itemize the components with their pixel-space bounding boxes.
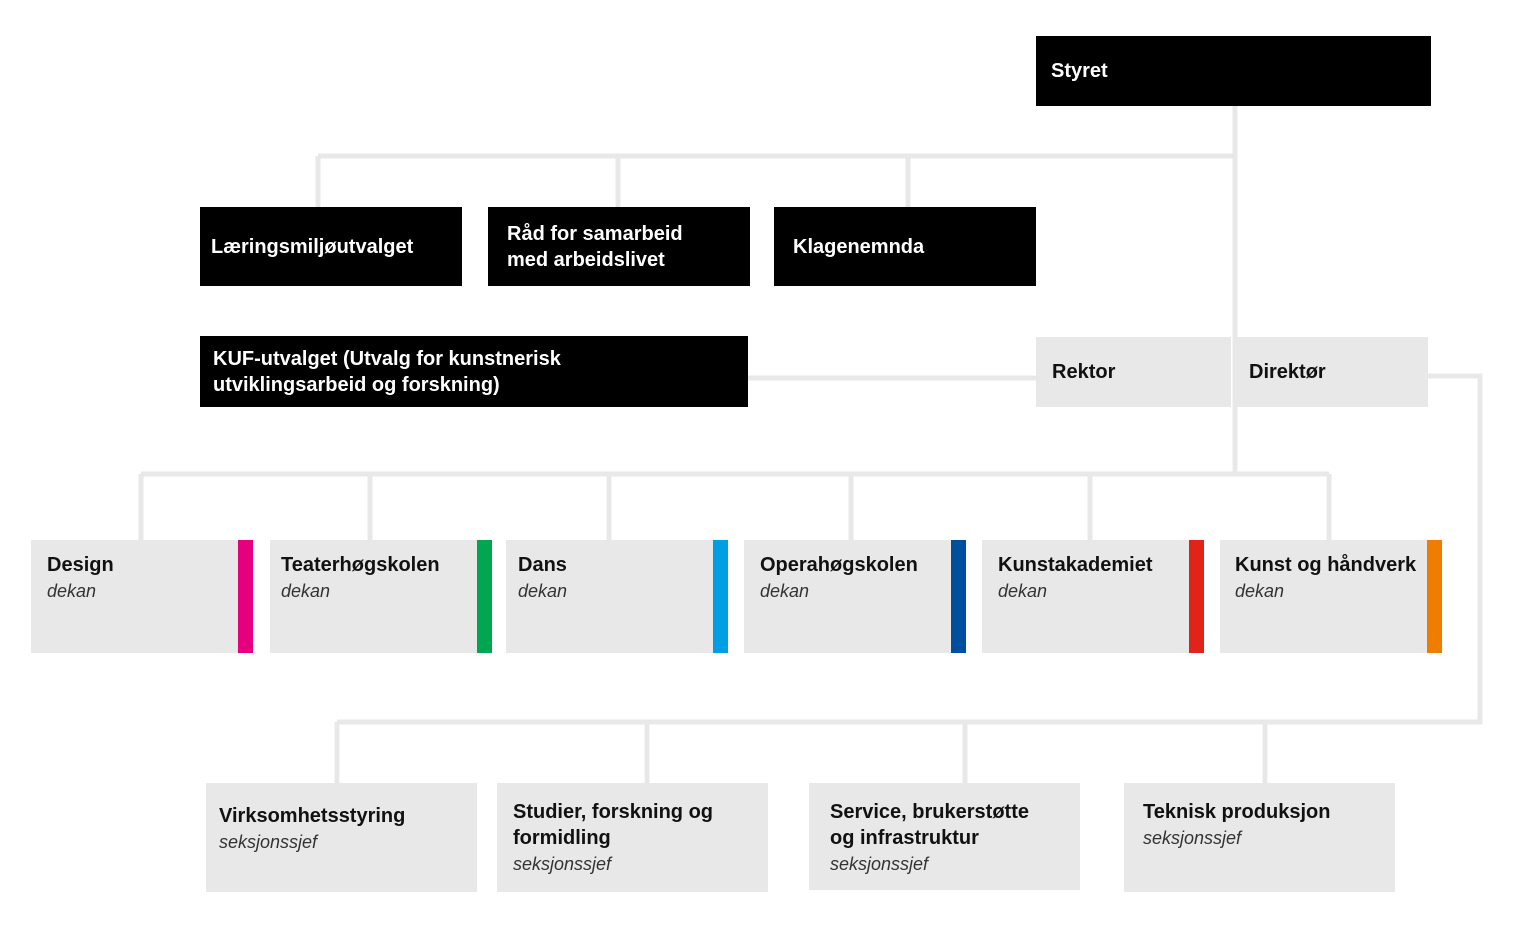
section-box-studier-forskning[interactable]: Studier, forskning og formidling seksjon…: [497, 783, 768, 892]
faculty-color-stripe: [951, 540, 966, 653]
faculty-color-stripe: [1427, 540, 1442, 653]
faculty-role: dekan: [760, 581, 810, 601]
committee-box-complaints-board[interactable]: Klagenemnda: [774, 207, 1036, 286]
section-name: Virksomhetsstyring: [219, 805, 406, 827]
faculty-name: Dans: [518, 554, 567, 576]
kuf-committee-title: KUF-utvalget (Utvalg for kunstnerisk utv…: [213, 347, 561, 396]
faculty-role: dekan: [47, 581, 97, 601]
director-title: Direktør: [1249, 361, 1326, 383]
rector-title: Rektor: [1052, 361, 1116, 383]
section-box-virksomhetsstyring[interactable]: Virksomhetsstyring seksjonssjef: [206, 783, 477, 892]
faculty-box-kunst-og-handverk[interactable]: Kunst og håndverk dekan: [1220, 540, 1442, 653]
faculty-color-stripe: [238, 540, 253, 653]
faculty-box-design[interactable]: Design dekan: [31, 540, 253, 653]
committee-title: Læringsmiljøutvalget: [211, 235, 414, 258]
faculty-color-stripe: [713, 540, 728, 653]
faculty-role: dekan: [518, 581, 568, 601]
faculty-name: Kunst og håndverk: [1235, 554, 1417, 576]
faculty-box-teaterhogskolen[interactable]: Teaterhøgskolen dekan: [270, 540, 492, 653]
section-role: seksjonssjef: [830, 854, 929, 874]
faculty-role: dekan: [281, 581, 331, 601]
faculty-name: Teaterhøgskolen: [281, 554, 440, 576]
board-box[interactable]: Styret: [1036, 36, 1431, 106]
faculty-name: Kunstakademiet: [998, 554, 1153, 576]
faculty-box-dans[interactable]: Dans dekan: [506, 540, 728, 653]
committee-title: Råd for samarbeid med arbeidslivet: [507, 222, 683, 271]
kuf-committee-box[interactable]: KUF-utvalget (Utvalg for kunstnerisk utv…: [200, 336, 748, 407]
faculty-role: dekan: [998, 581, 1048, 601]
connector-line: [337, 373, 1483, 725]
section-name: Studier, forskning og formidling: [513, 801, 714, 849]
faculty-box-operahogskolen[interactable]: Operahøgskolen dekan: [744, 540, 966, 653]
board-title: Styret: [1051, 60, 1108, 82]
faculty-name: Operahøgskolen: [760, 554, 918, 576]
section-box-service-brukerstotte[interactable]: Service, brukerstøtte og infrastruktur s…: [809, 783, 1080, 890]
committee-box-working-life-council[interactable]: Råd for samarbeid med arbeidslivet: [488, 207, 750, 286]
faculty-color-stripe: [477, 540, 492, 653]
committee-title: Klagenemnda: [793, 235, 925, 258]
committee-box-learning-environment[interactable]: Læringsmiljøutvalget: [200, 207, 462, 286]
faculty-box-kunstakademiet[interactable]: Kunstakademiet dekan: [982, 540, 1204, 653]
section-role: seksjonssjef: [1143, 828, 1242, 848]
section-box-teknisk-produksjon[interactable]: Teknisk produksjon seksjonssjef: [1124, 783, 1395, 892]
faculty-color-stripe: [1189, 540, 1204, 653]
faculty-name: Design: [47, 554, 114, 576]
section-name: Teknisk produksjon: [1143, 801, 1331, 823]
section-role: seksjonssjef: [219, 832, 318, 852]
section-name: Service, brukerstøtte og infrastruktur: [830, 801, 1029, 849]
rector-box[interactable]: Rektor: [1036, 337, 1231, 407]
faculty-role: dekan: [1235, 581, 1285, 601]
section-role: seksjonssjef: [513, 854, 612, 874]
director-box[interactable]: Direktør: [1237, 337, 1428, 407]
